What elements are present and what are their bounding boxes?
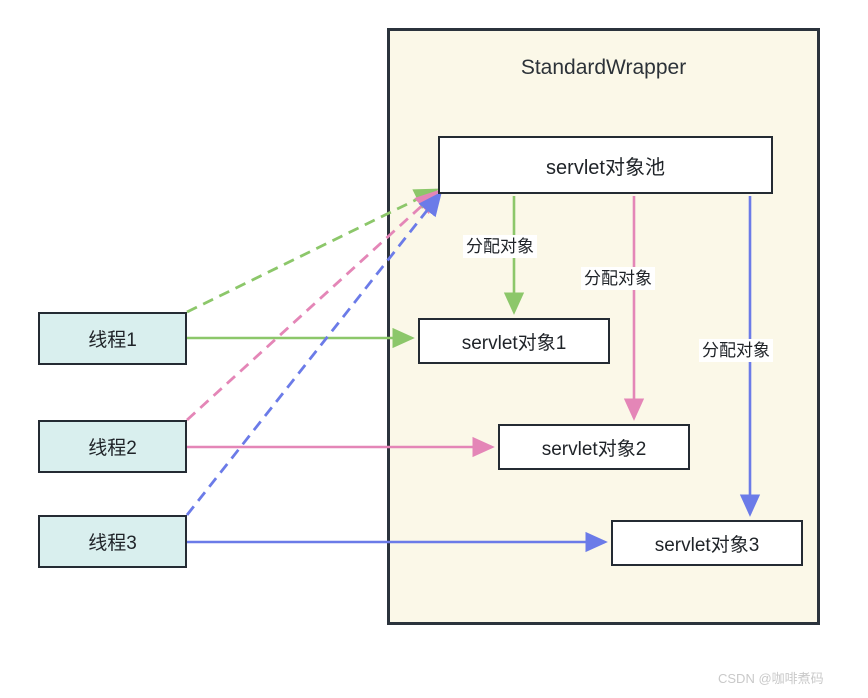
thread-3-box[interactable]: 线程3 [38,515,187,568]
servlet-object-1-label: servlet对象1 [461,332,567,354]
servlet-object-3-box[interactable]: servlet对象3 [611,520,803,566]
servlet-pool-label: servlet对象池 [546,156,665,179]
watermark: CSDN @咖啡煮码 [718,671,824,686]
thread-1-box[interactable]: 线程1 [38,312,187,365]
servlet-object-3-label: servlet对象3 [654,534,760,556]
thread-3-label: 线程3 [88,533,137,554]
edge-label-allocate-3: 分配对象 [699,339,773,363]
panel-title: StandardWrapper [520,56,687,79]
edge-thread2-to-pool [186,189,440,422]
thread-2-label: 线程2 [88,438,137,459]
thread-2-box[interactable]: 线程2 [38,420,187,473]
servlet-pool-box[interactable]: servlet对象池 [438,136,773,194]
edge-thread1-to-pool [186,188,439,314]
edge-label-allocate-2: 分配对象 [581,267,655,291]
servlet-object-2-label: servlet对象2 [541,438,647,460]
servlet-object-1-box[interactable]: servlet对象1 [418,318,610,364]
servlet-object-2-box[interactable]: servlet对象2 [498,424,690,470]
thread-1-label: 线程1 [88,330,137,351]
edge-thread3-to-pool [185,191,442,516]
edge-label-allocate-1: 分配对象 [463,235,537,259]
